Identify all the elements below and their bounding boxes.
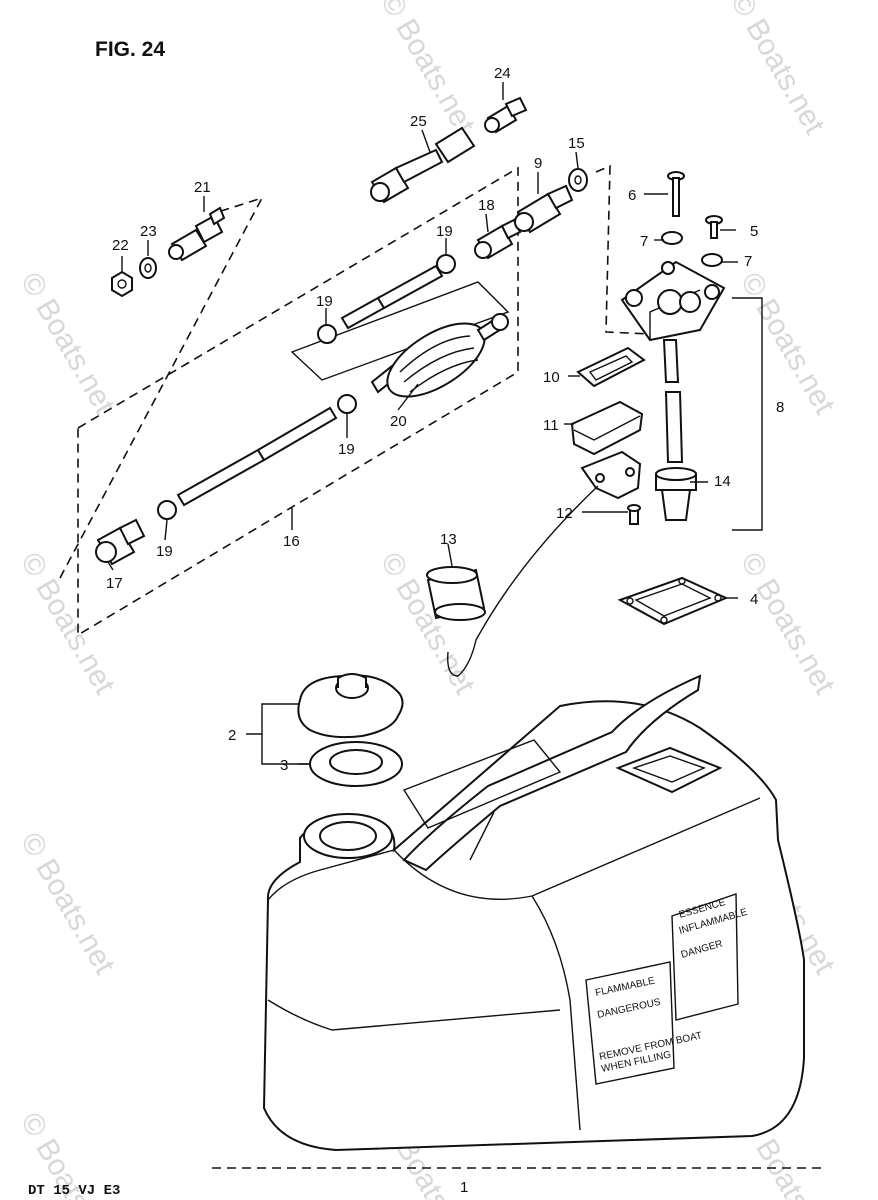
watermark: © Boats.net (734, 267, 842, 420)
fuel-gauge-assembly (595, 164, 763, 531)
callout-15: 15 (568, 135, 585, 152)
connector-25 (370, 126, 476, 204)
watermark: © Boats.net (14, 827, 122, 980)
leader-lines (107, 82, 822, 1169)
callout-17: 17 (106, 575, 123, 592)
hose-clamps (157, 254, 456, 520)
float-13 (426, 485, 599, 677)
callout-3: 3 (280, 757, 288, 774)
callout-19d: 19 (156, 543, 173, 560)
callout-23: 23 (140, 223, 157, 240)
figure-title: FIG. 24 (95, 38, 165, 61)
primer-bulb (370, 313, 509, 398)
seal-3 (309, 741, 403, 787)
callout-2: 2 (228, 727, 236, 744)
callout-20: 20 (390, 413, 407, 430)
screw-5 (705, 215, 723, 239)
washer-7 (661, 231, 723, 267)
callout-16: 16 (283, 533, 300, 550)
callout-18: 18 (478, 197, 495, 214)
connector-9 (514, 184, 574, 234)
callout-9: 9 (534, 155, 542, 172)
callout-4: 4 (750, 591, 758, 608)
callout-8: 8 (776, 399, 784, 416)
callout-7b: 7 (744, 253, 752, 270)
callout-22: 22 (112, 237, 129, 254)
callouts: 1 2 3 4 5 6 7 7 8 9 10 11 12 13 14 15 16… (106, 65, 784, 1196)
cover-11 (570, 400, 644, 456)
fuel-cap-2 (297, 673, 404, 739)
washer-15 (568, 168, 588, 192)
washer-23 (139, 257, 157, 279)
watermark: © Boats.net (374, 0, 482, 140)
callout-11: 11 (543, 417, 559, 434)
callout-12: 12 (556, 505, 573, 522)
callout-19c: 19 (338, 441, 355, 458)
bracket-12 (580, 450, 642, 525)
callout-19b: 19 (316, 293, 333, 310)
callout-6: 6 (628, 187, 636, 204)
connector-21 (168, 206, 226, 262)
callout-19a: 19 (436, 223, 453, 240)
callout-1: 1 (460, 1179, 468, 1196)
callout-7a: 7 (640, 233, 648, 250)
watermark: © Boats.net (734, 547, 842, 700)
callout-14: 14 (714, 473, 731, 490)
callout-10: 10 (543, 369, 560, 386)
fitting-18 (474, 218, 522, 260)
watermark: © Boats.net (14, 267, 122, 420)
callout-21: 21 (194, 179, 211, 196)
callout-25: 25 (410, 113, 427, 130)
gasket-10 (576, 346, 646, 388)
fitting-24 (484, 96, 528, 134)
hose-assembly-group (59, 166, 519, 637)
watermark: © Boats.net (724, 0, 832, 140)
gasket-4 (617, 576, 729, 626)
fuel-hose (176, 264, 444, 507)
screw-6 (667, 171, 685, 217)
callout-13: 13 (440, 531, 457, 548)
watermark: © Boats.net (14, 547, 122, 700)
callout-5: 5 (750, 223, 758, 240)
callout-24: 24 (494, 65, 511, 82)
fuel-tank: FLAMMABLE DANGEROUS REMOVE FROM BOAT WHE… (262, 674, 805, 1152)
model-code: DT 15 VJ E3 (28, 1183, 120, 1199)
connector-17 (95, 518, 146, 566)
nut-22 (111, 270, 133, 298)
